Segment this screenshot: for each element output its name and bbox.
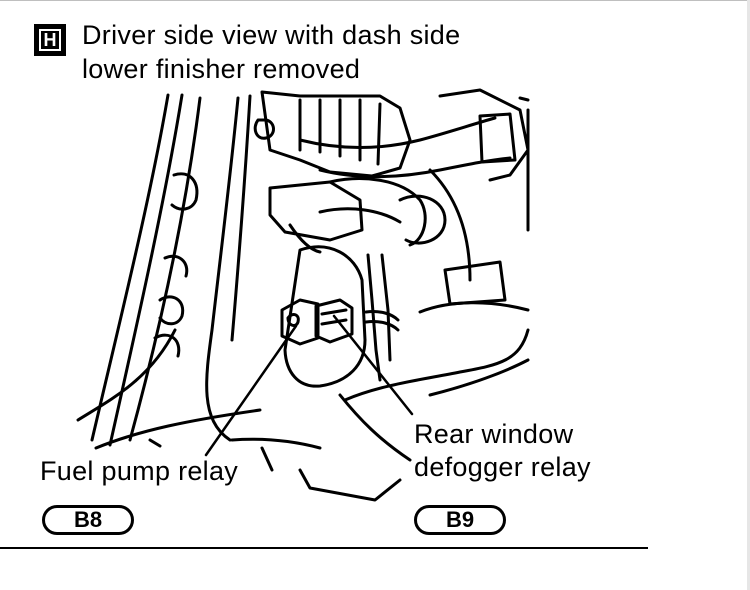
relay-bracket <box>283 245 400 388</box>
ref-badge-b9: B9 <box>414 505 506 535</box>
fuel-pump-relay-leader <box>204 324 298 457</box>
defogger-relay-leader <box>332 314 414 416</box>
callout-leaders <box>204 314 414 457</box>
defogger-relay-label: Rear window defogger relay <box>414 419 591 482</box>
section-letter: H <box>39 29 61 51</box>
bottom-rule <box>0 547 648 549</box>
kick-panel <box>148 260 530 502</box>
dash-assembly <box>253 88 530 282</box>
defogger-relay-body <box>314 298 354 344</box>
top-border <box>0 0 750 1</box>
section-badge: H <box>34 24 66 56</box>
ref-badge-b8: B8 <box>42 505 134 535</box>
diagram-title: Driver side view with dash side lower fi… <box>82 20 461 84</box>
door-frame <box>76 93 262 450</box>
ref-b9-label: B9 <box>445 507 475 532</box>
right-border <box>747 0 750 590</box>
ref-b8-label: B8 <box>73 507 103 532</box>
fuel-pump-relay-label: Fuel pump relay <box>40 456 239 486</box>
